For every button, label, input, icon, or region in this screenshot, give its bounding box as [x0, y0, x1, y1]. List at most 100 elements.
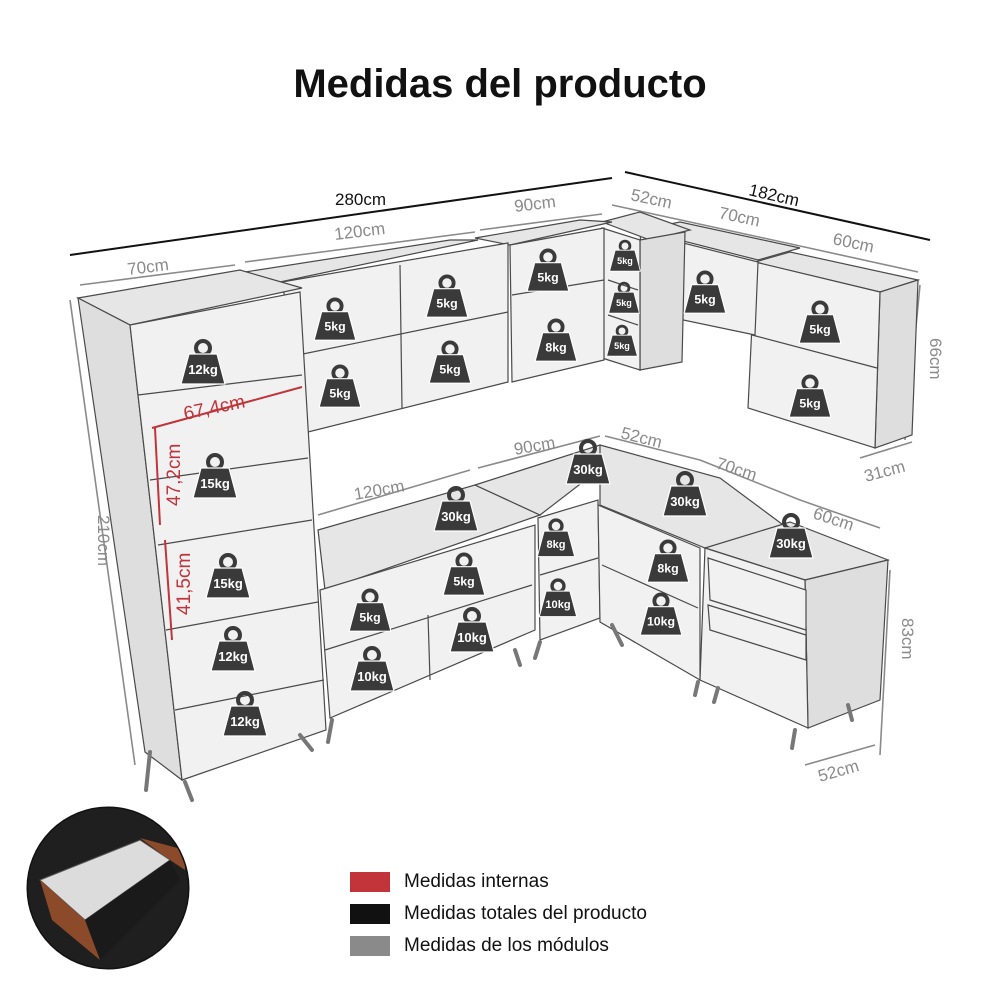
weight-label: 5kg	[617, 256, 633, 266]
weight-icon: 5kg	[313, 297, 357, 341]
weight-label: 15kg	[200, 476, 230, 491]
weight-icon-body	[428, 354, 472, 384]
weight-icon: 12kg	[222, 691, 268, 737]
weight-icon-body	[768, 527, 814, 559]
weight-icon: 5kg	[609, 239, 641, 272]
tall-tower-cabinet	[76, 269, 327, 802]
weight-label: 5kg	[436, 297, 457, 311]
weight-icon: 5kg	[608, 281, 640, 314]
weight-icon-body	[646, 553, 690, 583]
module-dim-upper-52: 52cm	[629, 185, 674, 212]
weight-label: 5kg	[694, 293, 715, 307]
weight-icon: 10kg	[349, 646, 395, 692]
weight-icon-body	[538, 590, 578, 618]
weight-label: 5kg	[439, 363, 460, 377]
weight-icon-body	[449, 621, 495, 653]
weight-icon-body	[349, 660, 395, 692]
weight-icon: 5kg	[798, 300, 842, 344]
module-dim-upper-120: 120cm	[333, 219, 386, 244]
weight-icon: 5kg	[348, 588, 392, 632]
weight-icon: 30kg	[662, 471, 708, 517]
weight-icon: 5kg	[788, 374, 832, 418]
weight-label: 12kg	[188, 362, 218, 377]
weight-label: 5kg	[809, 323, 830, 337]
legend-label-internal: Medidas internas	[404, 871, 549, 892]
weight-label: 12kg	[230, 714, 260, 729]
weight-icon-body	[433, 500, 479, 532]
weight-label: 10kg	[545, 599, 570, 611]
weight-label: 8kg	[657, 562, 678, 576]
legend-item-module: Medidas de los módulos	[350, 930, 647, 962]
upper-cabinet-60	[747, 251, 921, 449]
weight-icon: 8kg	[536, 518, 576, 558]
weight-icon: 30kg	[768, 513, 814, 559]
module-dim-lower-90: 90cm	[512, 433, 556, 459]
weight-icons-layer: 12kg 15kg 15kg 12kg 12kg 5kg 5kg 5kg 5kg 5kg 8kg 5k…	[79, 239, 842, 900]
module-dim-height-210: 210cm	[94, 515, 113, 566]
module-dim-upper-66: 66cm	[926, 338, 945, 380]
module-dim-lower-83: 83cm	[898, 618, 917, 660]
drawer-inset	[26, 806, 190, 970]
weight-label: 10kg	[647, 615, 675, 629]
weight-icon-body	[534, 332, 578, 362]
legend-label-module: Medidas de los módulos	[404, 935, 609, 956]
weight-label: 5kg	[453, 575, 474, 589]
weight-label: 10kg	[357, 669, 387, 684]
weight-icon: 10kg	[449, 607, 495, 653]
total-width-left-label: 280cm	[335, 190, 386, 209]
weight-label: 30kg	[776, 536, 806, 551]
weight-icon-body	[798, 314, 842, 344]
weight-icon: 5kg	[428, 340, 472, 384]
weight-icon-body	[348, 602, 392, 632]
module-dim-upper-70: 70cm	[126, 255, 170, 279]
lower-drawer-cabinet-60	[699, 521, 891, 750]
weight-icon: 5kg	[318, 364, 362, 408]
weight-label: 8kg	[546, 539, 565, 551]
weight-icon: 12kg	[180, 339, 226, 385]
weight-icon-body	[442, 566, 486, 596]
legend-item-total: Medidas totales del producto	[350, 898, 647, 930]
weight-icon: 30kg	[565, 439, 611, 485]
weight-icon-body	[526, 262, 570, 292]
weight-label: 30kg	[573, 462, 603, 477]
legend-swatch-red	[350, 872, 390, 892]
weight-icon: 15kg	[192, 453, 238, 499]
module-dim-upper-90: 90cm	[513, 192, 557, 216]
weight-label: 30kg	[670, 494, 700, 509]
weight-label: 5kg	[799, 397, 820, 411]
weight-icon: 15kg	[205, 553, 251, 599]
module-dim-upper-60: 60cm	[831, 229, 876, 256]
module-dim-lower-60: 60cm	[811, 504, 856, 535]
weight-icon: 5kg	[606, 324, 638, 357]
weight-icon-body	[606, 334, 638, 357]
weight-label: 10kg	[457, 630, 487, 645]
weight-icon: 12kg	[210, 626, 256, 672]
weight-icon-body	[683, 284, 727, 314]
weight-icon: 5kg	[442, 552, 486, 596]
weight-icon: 5kg	[526, 248, 570, 292]
weight-icon-body	[318, 378, 362, 408]
weight-icon-body	[313, 311, 357, 341]
weight-label: 5kg	[614, 341, 630, 351]
weight-icon: 10kg	[538, 578, 578, 618]
legend: Medidas internas Medidas totales del pro…	[350, 866, 647, 962]
weight-label: 5kg	[616, 298, 632, 308]
weight-icon-body	[205, 567, 251, 599]
weight-icon-body	[192, 467, 238, 499]
module-dim-lower-52: 52cm	[619, 423, 664, 451]
weight-label: 5kg	[537, 271, 558, 285]
weight-label: 8kg	[545, 341, 566, 355]
internal-height-top-label: 47,2cm	[164, 444, 185, 506]
weight-icon: 5kg	[683, 270, 727, 314]
legend-item-internal: Medidas internas	[350, 866, 647, 898]
weight-icon: 8kg	[534, 318, 578, 362]
module-dim-upper-70b: 70cm	[717, 203, 762, 230]
legend-swatch-grey	[350, 936, 390, 956]
weight-icon-body	[609, 249, 641, 272]
legend-label-total: Medidas totales del producto	[404, 903, 647, 924]
total-dimension-lines	[69, 171, 931, 256]
weight-icon-body	[222, 705, 268, 737]
module-dim-lower-120: 120cm	[352, 476, 406, 504]
weight-label: 5kg	[359, 611, 380, 625]
weight-icon: 8kg	[646, 539, 690, 583]
